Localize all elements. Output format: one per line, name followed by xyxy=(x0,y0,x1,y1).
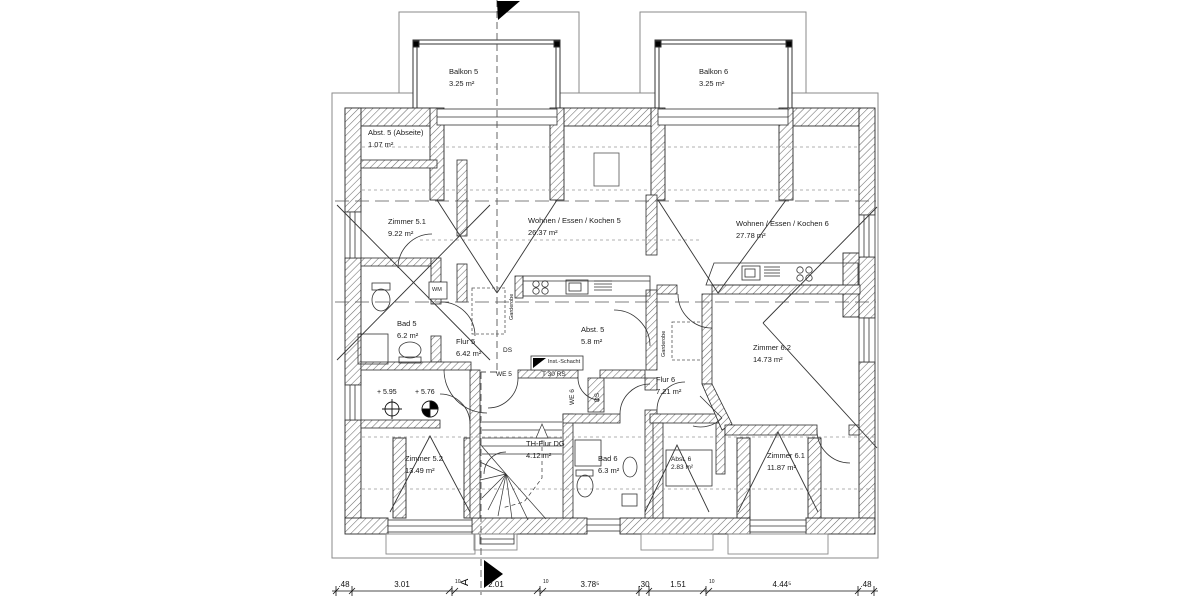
kitchen-we6 xyxy=(705,262,859,286)
dimension-value: .48 xyxy=(338,580,350,589)
kitchen-we5 xyxy=(522,275,651,297)
dimension-value: 4.44⁵ xyxy=(772,580,792,589)
inst-schacht xyxy=(530,355,584,371)
annotation-t30rs: T 30 RS xyxy=(542,371,566,378)
bathroom-5-fixtures xyxy=(357,282,422,365)
dimension-value: 2.01 xyxy=(488,580,504,589)
annotation-we6: WE 6 xyxy=(569,389,576,405)
level-marker-label-576: + 5.76 xyxy=(415,389,435,396)
level-marker-label-595: + 5.95 xyxy=(377,389,397,396)
washing-machine xyxy=(428,281,448,300)
annotation-we5: WE 5 xyxy=(496,371,512,378)
dimension-wall-tick: 10 xyxy=(709,579,715,585)
dimension-line xyxy=(332,586,878,596)
section-line xyxy=(480,0,520,595)
annotation-garderobe-we6: Garderobe xyxy=(661,330,667,357)
dimension-value: 3.78⁵ xyxy=(580,580,600,589)
abst6-box xyxy=(665,449,713,487)
bathroom-6-fixtures xyxy=(574,439,638,507)
annotation-ds-we6: DS xyxy=(594,392,601,402)
dimension-wall-tick: 10 xyxy=(543,579,549,585)
reference-lines xyxy=(335,146,876,490)
dimension-value: .48 xyxy=(860,580,872,589)
room-label-abst5-abseite: Abst. 5 (Abseite)1.07 m² xyxy=(368,128,424,149)
interior-walls xyxy=(360,159,861,519)
exterior-walls xyxy=(344,107,876,535)
dimension-value: 3.01 xyxy=(394,580,410,589)
wardrobes xyxy=(471,287,703,361)
dimension-wall-tick: 10 xyxy=(455,579,461,585)
annotation-garderobe-we5: Garderobe xyxy=(509,293,515,320)
section-arrow-bottom xyxy=(484,560,503,588)
level-markers xyxy=(382,399,439,419)
annotation-wm: WM xyxy=(432,287,442,293)
chimney xyxy=(593,152,620,187)
section-arrow-top xyxy=(497,1,520,20)
balconies xyxy=(412,39,793,117)
annotation-inst-schacht: Inst.-Schacht xyxy=(548,359,581,365)
dimension-value: .30 xyxy=(638,580,650,589)
annotation-ds-we5: DS xyxy=(503,347,513,354)
dimension-value: 1.51 xyxy=(670,580,686,589)
windows xyxy=(344,108,876,545)
staircase xyxy=(479,421,562,521)
dormers xyxy=(385,533,829,555)
doors xyxy=(397,233,851,464)
